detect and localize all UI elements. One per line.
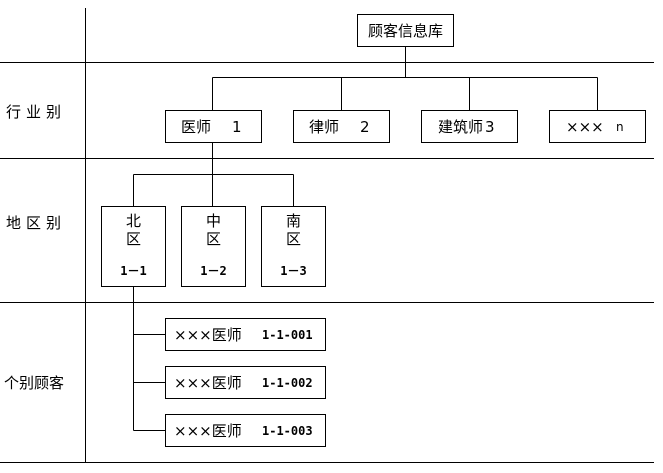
- row-label-region: 地区别: [6, 214, 66, 232]
- customer-node-name: ×××医师: [174, 326, 242, 344]
- industry-node-label: 建筑师: [438, 118, 483, 136]
- customer-node: ×××医师 1-1-001: [165, 318, 326, 351]
- region-node-code: 1－2: [200, 264, 226, 278]
- grid-lines: [0, 8, 654, 463]
- customer-node-name: ×××医师: [174, 422, 242, 440]
- industry-node: 医师 1: [165, 110, 262, 143]
- region-node-name-line1: 中: [206, 212, 221, 230]
- industry-node: 建筑师 3: [421, 110, 518, 143]
- root-node-label: 顾客信息库: [368, 22, 443, 40]
- customer-node: ×××医师 1-1-003: [165, 414, 326, 447]
- customer-node-code: 1-1-002: [262, 376, 313, 390]
- region-node-code: 1－3: [280, 264, 306, 278]
- row-label-customer: 个别顾客: [4, 374, 64, 392]
- row-label-industry: 行业别: [6, 103, 66, 121]
- customer-node-code: 1-1-001: [262, 328, 313, 342]
- connector-lines: [133, 46, 598, 431]
- industry-node-code: 2: [360, 118, 370, 136]
- industry-node-label: 医师: [181, 118, 211, 136]
- region-node-name-line1: 北: [126, 212, 141, 230]
- region-node-name-line1: 南: [286, 212, 301, 230]
- industry-node-label: 律师: [309, 118, 339, 136]
- industry-node: ××× n: [549, 110, 646, 143]
- industry-node-code: 3: [485, 118, 495, 136]
- region-node: 南 区 1－3: [261, 206, 326, 287]
- customer-node-name: ×××医师: [174, 374, 242, 392]
- region-node-name-line2: 区: [286, 230, 301, 248]
- industry-node-code: n: [616, 120, 624, 134]
- customer-node-code: 1-1-003: [262, 424, 313, 438]
- industry-node-label: ×××: [566, 118, 604, 136]
- industry-node: 律师 2: [293, 110, 390, 143]
- region-node-name-line2: 区: [206, 230, 221, 248]
- customer-node: ×××医师 1-1-002: [165, 366, 326, 399]
- region-node: 北 区 1－1: [101, 206, 166, 287]
- region-node-code: 1－1: [120, 264, 146, 278]
- region-node: 中 区 1－2: [181, 206, 246, 287]
- region-node-name-line2: 区: [126, 230, 141, 248]
- industry-node-code: 1: [232, 118, 242, 136]
- root-node: 顾客信息库: [357, 14, 454, 47]
